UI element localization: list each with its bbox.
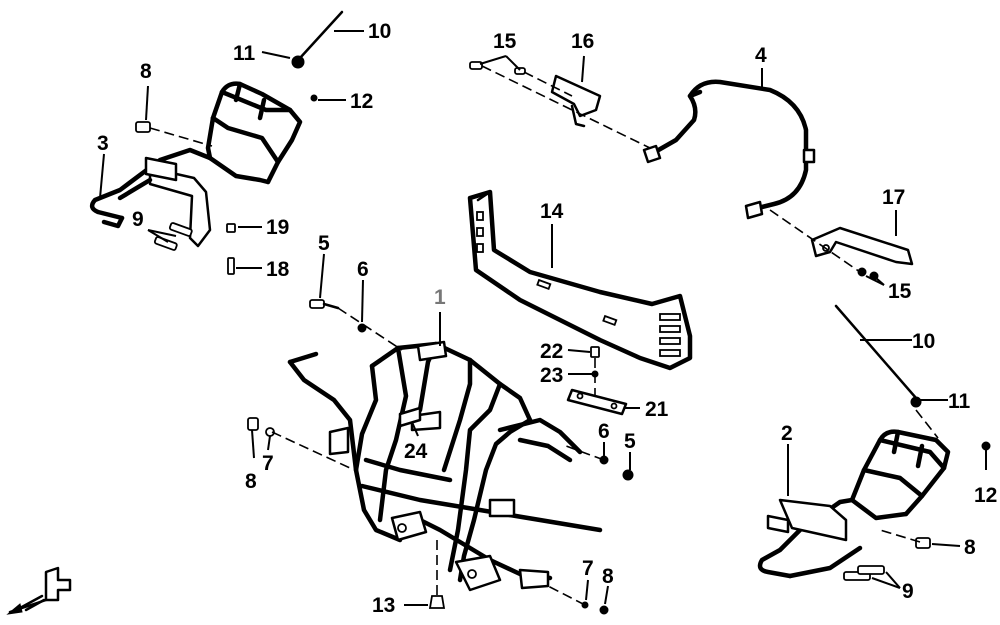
callout-17: 17 (882, 186, 905, 209)
callout-12-right: 12 (974, 484, 997, 507)
callout-12-top: 12 (350, 90, 373, 113)
callout-5-left: 5 (318, 232, 330, 255)
callout-7-bottom: 7 (582, 557, 594, 580)
callout-8-top-left: 8 (140, 60, 152, 83)
callout-labels: 10 11 12 8 3 9 19 18 15 16 4 17 15 14 5 … (97, 20, 997, 617)
callout-19: 19 (266, 216, 289, 239)
callout-14: 14 (540, 200, 564, 223)
hardware-fasteners (135, 10, 991, 615)
guard-panel-part-14 (467, 189, 693, 371)
callout-15-right: 15 (888, 280, 912, 303)
assembly-dashed-lines (149, 65, 939, 606)
callout-leader-lines (99, 30, 987, 606)
callout-8-left: 8 (245, 470, 257, 493)
callout-6-right: 6 (598, 420, 610, 443)
callout-3: 3 (97, 132, 109, 155)
callout-9-right: 9 (902, 580, 914, 603)
callout-6-left: 6 (357, 258, 369, 281)
rear-rack-part-2 (757, 429, 951, 579)
callout-8-right: 8 (964, 536, 976, 559)
callout-7-left: 7 (262, 452, 274, 475)
callout-24: 24 (404, 440, 428, 463)
front-arrow-icon (6, 566, 72, 615)
callout-2: 2 (781, 422, 793, 445)
bracket-part-16 (550, 74, 602, 128)
callout-8-bottom: 8 (602, 565, 614, 588)
front-rack-part-3 (89, 81, 303, 248)
callout-15-top: 15 (493, 30, 517, 53)
mount-plate-part-21 (566, 388, 628, 416)
callout-11-top: 11 (233, 42, 256, 65)
callout-9-top-left: 9 (132, 208, 144, 231)
callout-13: 13 (372, 594, 395, 617)
bracket-part-17 (810, 226, 914, 266)
callout-4: 4 (755, 44, 767, 67)
callout-10-right: 10 (912, 330, 935, 353)
callout-1: 1 (434, 286, 446, 309)
main-frame-part-1 (287, 340, 603, 592)
callout-21: 21 (645, 398, 669, 421)
callout-5-right: 5 (624, 430, 636, 453)
callout-22: 22 (540, 340, 563, 363)
callout-18: 18 (266, 258, 290, 281)
callout-10-top: 10 (368, 20, 391, 43)
callout-23: 23 (540, 364, 563, 387)
callout-11-right: 11 (948, 390, 971, 413)
side-bar-part-4 (642, 79, 816, 220)
callout-16: 16 (571, 30, 594, 53)
